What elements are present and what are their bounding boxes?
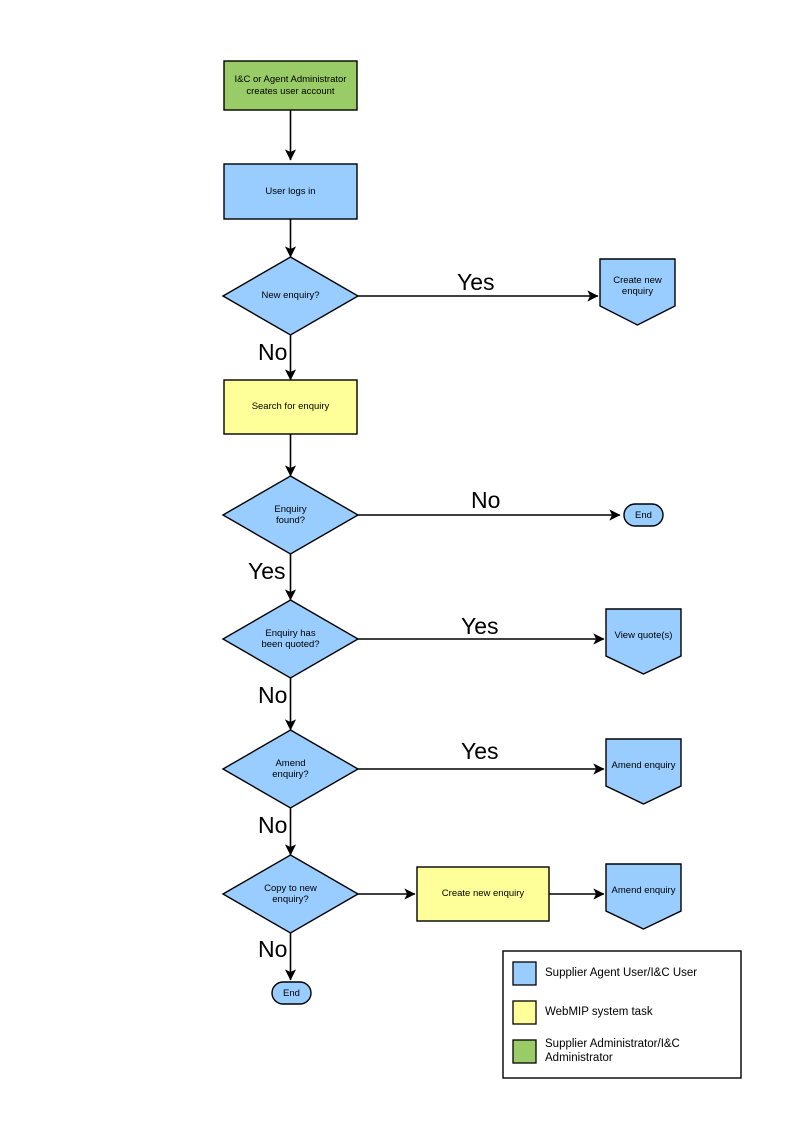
edge-label-enquiry-quoted-yes: Yes [461,613,499,639]
node-end-final[interactable] [271,981,312,1005]
node-end-not-found[interactable] [623,503,664,527]
node-amend-enquiry-decision[interactable] [221,729,360,809]
edge-label-enquiry-quoted-no: No [258,682,288,708]
node-create-new-enquiry-copy[interactable] [416,866,550,922]
node-end-not-found-label: End [635,509,652,521]
legend-swatch-admin [512,1039,537,1064]
edge-label-copy-to-new-no: No [258,936,288,962]
connector-group [284,110,621,981]
node-copy-to-new-enquiry-decision[interactable] [221,854,360,934]
node-admin-creates-account[interactable] [223,60,358,111]
legend-item-system-label: WebMIP system task [545,1006,653,1018]
legend-swatch-system [512,1000,537,1025]
node-create-new-enquiry-top[interactable] [599,258,676,326]
legend-swatch-user [512,961,537,986]
node-user-logs-in[interactable] [223,163,358,220]
edge-label-new-enquiry-no: No [258,339,288,365]
node-amend-enquiry-copy[interactable] [605,863,682,930]
edge-label-amend-enquiry-yes: Yes [461,738,499,764]
node-search-for-enquiry[interactable] [223,379,358,435]
edge-label-enquiry-found-no: No [471,487,501,513]
edge-label-amend-enquiry-no: No [258,812,288,838]
node-enquiry-found-decision[interactable] [221,475,360,555]
node-new-enquiry-decision[interactable] [221,256,360,336]
node-end-final-label: End [283,987,300,999]
legend-item-user-label: Supplier Agent User/I&C User [545,967,698,979]
node-amend-enquiry-quoted[interactable] [605,738,682,805]
legend-item-admin-label: Supplier Administrator/I&C Administrator [545,1038,680,1065]
node-enquiry-quoted-decision[interactable] [221,599,360,679]
node-view-quotes[interactable] [605,608,682,675]
edge-label-new-enquiry-yes: Yes [457,269,495,295]
edge-label-enquiry-found-yes: Yes [248,558,286,584]
legend-box [502,950,742,1079]
